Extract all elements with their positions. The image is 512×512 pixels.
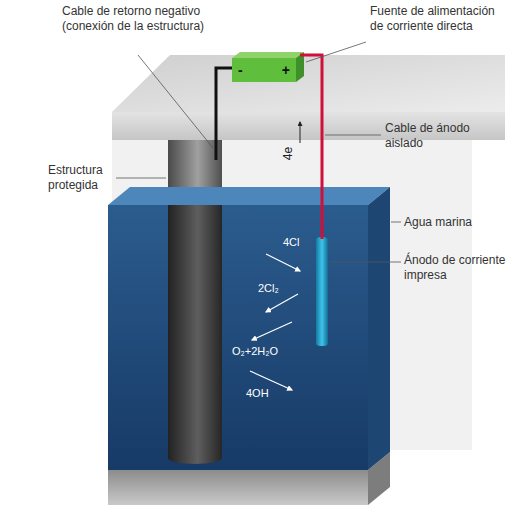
reaction-label: 4Cl xyxy=(283,236,300,250)
leader-line xyxy=(306,42,366,62)
leader-line xyxy=(325,135,381,136)
reaction-arrow xyxy=(266,294,298,312)
callout-label: Estructura protegida xyxy=(48,163,114,193)
impressed-current-anode xyxy=(316,237,328,346)
reaction-arrow xyxy=(252,322,292,340)
water-top xyxy=(108,187,390,205)
reaction-label: 2Cl₂ xyxy=(258,282,279,296)
slab-top xyxy=(112,55,505,112)
electron-arrow xyxy=(300,122,301,143)
anode-cable xyxy=(300,55,322,239)
power-supply-box: -+ xyxy=(232,58,296,82)
electron-label: 4e xyxy=(281,147,296,160)
callout-label: Cable de ánodo aislado xyxy=(385,121,495,151)
terminal-sign: + xyxy=(282,63,290,77)
callout-label: Cable de retorno negativo (conexión de l… xyxy=(62,4,214,34)
leader-line xyxy=(138,55,213,148)
reaction-label: 4OH xyxy=(246,387,269,401)
callout-label: Fuente de alimentación de corriente dire… xyxy=(370,4,508,34)
floor xyxy=(108,470,368,505)
leader-line xyxy=(330,262,401,263)
reaction-arrow xyxy=(266,254,300,271)
callout-label: Ánodo de corriente impresa xyxy=(404,253,510,283)
leader-line xyxy=(116,178,166,179)
callout-label: Agua marina xyxy=(404,215,504,230)
terminal-sign: - xyxy=(238,63,243,77)
water-side xyxy=(368,187,390,470)
leader-line xyxy=(391,222,401,223)
negative-return-cable xyxy=(216,68,233,160)
seawater xyxy=(108,205,368,470)
reaction-label: O₂+2H₂O xyxy=(232,345,278,359)
protected-column-submerged xyxy=(168,205,222,464)
